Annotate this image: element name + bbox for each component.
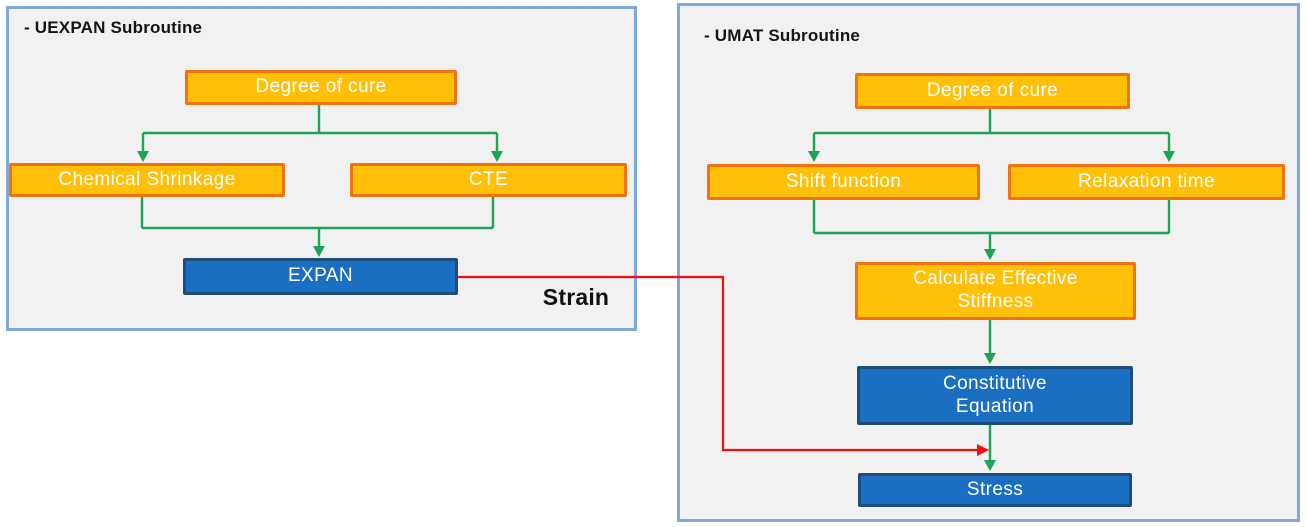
node-shift-function: Shift function — [707, 164, 980, 200]
node-calculate-effective-stiffness: Calculate Effective Stiffness — [855, 262, 1136, 320]
strain-label: Strain — [542, 284, 610, 310]
node-constitutive-equation: Constitutive Equation — [857, 366, 1133, 425]
node-stress: Stress — [858, 473, 1132, 507]
node-degree-of-cure-umat: Degree of cure — [855, 73, 1130, 109]
node-chemical-shrinkage: Chemical Shrinkage — [9, 163, 285, 197]
node-relaxation-time: Relaxation time — [1008, 164, 1285, 200]
node-cte: CTE — [350, 163, 627, 197]
node-degree-of-cure-uexpan: Degree of cure — [185, 70, 457, 105]
umat-panel-title: - UMAT Subroutine — [704, 26, 861, 45]
node-expan: EXPAN — [183, 258, 458, 295]
uexpan-panel-title: - UEXPAN Subroutine — [24, 18, 203, 37]
